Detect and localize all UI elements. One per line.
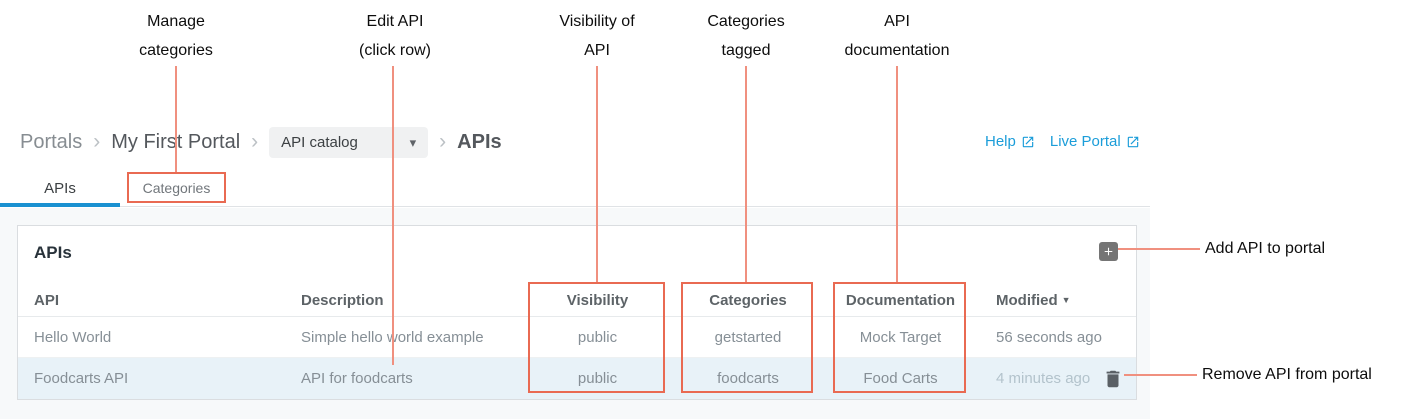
tab-categories[interactable]: Categories [142, 180, 211, 196]
external-link-icon [1127, 136, 1138, 147]
table-row-hello-world[interactable]: Hello World Simple hello world example p… [18, 318, 1136, 358]
annotation-add-api-to-portal: Add API to portal [1205, 240, 1326, 257]
table-row-foodcarts[interactable]: Foodcarts API API for foodcarts public f… [18, 358, 1136, 399]
panel-header: APIs [18, 226, 1136, 284]
apis-panel: APIs API Description Visibility Categori… [17, 225, 1137, 400]
cell-visibility: public [577, 370, 618, 387]
live-portal-link[interactable]: Live Portal [1050, 133, 1140, 150]
live-portal-link-label: Live Portal [1049, 133, 1121, 150]
breadcrumb: Portals › My First Portal › API catalog … [20, 127, 502, 158]
annotation-line-documentation [896, 66, 898, 282]
annotation-line-edit-api [392, 66, 394, 365]
header-links: Help Live Portal [985, 133, 1140, 150]
cell-modified: 56 seconds ago [996, 329, 1102, 346]
column-header-modified-label: Modified [996, 292, 1058, 309]
active-tab-underline [0, 203, 120, 207]
column-header-documentation: Documentation [845, 292, 956, 309]
column-header-modified[interactable]: Modified▼ [996, 284, 1071, 317]
chevron-right-icon: › [93, 129, 101, 153]
annotation-manage-categories: Manage categories [139, 13, 213, 59]
annotation-line-remove-api [1124, 374, 1197, 376]
tab-bar: APIs Categories [0, 172, 1150, 207]
column-header-description: Description [301, 292, 384, 309]
cell-categories: foodcarts [717, 370, 779, 387]
remove-api-button[interactable] [1102, 368, 1124, 390]
external-link-icon [1022, 136, 1034, 147]
cell-modified-wrap: Food Carts [863, 370, 938, 387]
column-header-visibility: Visibility [566, 292, 629, 309]
cell-modified: 4 minutes ago [996, 370, 1091, 387]
breadcrumb-portals-link[interactable]: Portals [20, 131, 83, 153]
page-select-dropdown[interactable]: API catalog ▾ [269, 127, 429, 158]
cell-documentation: Mock Target [859, 329, 942, 346]
cell-categories: getstarted [714, 329, 782, 346]
column-header-api: API [34, 292, 60, 309]
caret-down-icon: ▾ [409, 134, 417, 150]
annotation-edit-api: Edit API (click row) [359, 13, 431, 59]
table-header-row: API Description Visibility Categories Do… [18, 284, 1136, 317]
column-header-categories: Categories [709, 292, 787, 309]
chevron-right-icon: › [439, 129, 447, 153]
annotation-visibility-of-api: Visibility of API [559, 13, 635, 59]
tab-apis[interactable]: APIs [44, 180, 76, 197]
sort-desc-icon: ▼ [1061, 295, 1071, 305]
page-select-value: API catalog [281, 134, 358, 151]
chevron-right-icon: › [251, 129, 259, 153]
annotation-categories-tagged: Categories tagged [707, 13, 785, 59]
trash-icon [1106, 370, 1120, 387]
annotation-line-add-api [1118, 248, 1200, 250]
add-api-button[interactable] [1099, 242, 1118, 261]
help-link[interactable]: Help [985, 133, 1035, 150]
cell-api-name: Hello World [34, 329, 112, 346]
cell-api-name: Foodcarts API [34, 370, 129, 387]
plus-icon [1104, 247, 1113, 256]
annotation-api-documentation: API documentation [844, 13, 950, 59]
annotation-line-visibility [596, 66, 598, 282]
annotation-remove-api-from-portal: Remove API from portal [1202, 366, 1372, 383]
annotation-line-categories [745, 66, 747, 282]
help-link-label: Help [985, 133, 1016, 150]
cell-description: API for foodcarts [301, 370, 413, 387]
cell-visibility: public [577, 329, 618, 346]
breadcrumb-current-page: APIs [457, 131, 502, 153]
annotation-line-manage-categories [175, 66, 177, 172]
panel-title: APIs [34, 243, 72, 262]
